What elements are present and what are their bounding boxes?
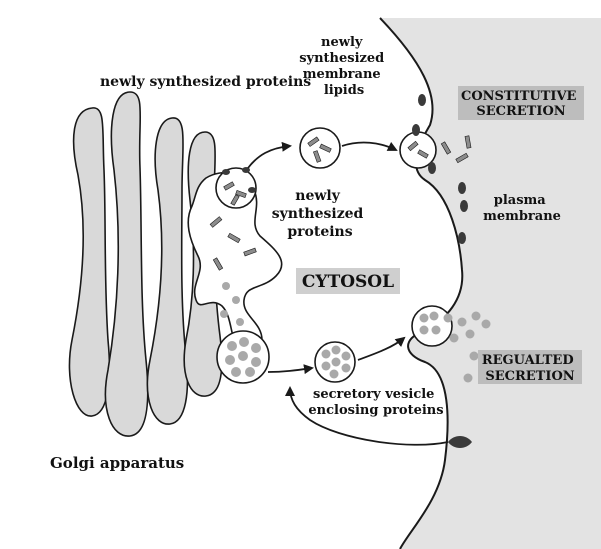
- tgn-protein-rods: [209, 216, 257, 271]
- cytosol-label-box: [296, 268, 400, 294]
- secretory-vesicle-dots: [321, 345, 351, 379]
- regulated-dots: [419, 311, 491, 383]
- label-cytosol: CYTOSOL: [302, 272, 394, 292]
- bud-vesicle-membrane-proteins: [222, 167, 256, 193]
- constitutive-rods: [407, 135, 472, 164]
- label-golgi-apparatus: Golgi apparatus: [50, 454, 184, 472]
- golgi-cisternae: [68, 91, 223, 437]
- label-membrane-lipids: newly synthesized membrane lipids: [299, 35, 389, 98]
- label-secretory-vesicle: secretory vesicle enclosing proteins: [308, 387, 443, 418]
- tgn-secretory-dots: [220, 282, 244, 326]
- plasma-membrane: [379, 17, 464, 549]
- constitutive-label-box: [458, 86, 584, 120]
- label-constitutive-secretion: CONSTITUTIVE SECRETION: [461, 89, 581, 119]
- regulated-label-box: [478, 350, 582, 384]
- label-plasma-membrane: plasma membrane: [483, 193, 561, 224]
- transport-vesicle-rods: [307, 136, 332, 163]
- golgi-bud-vesicle: [215, 167, 257, 209]
- label-regulated-secretion: REGUALTED SECRETION: [482, 353, 578, 384]
- bud-vesicle-rods: [223, 181, 247, 206]
- pathway-arrows: [247, 141, 449, 446]
- label-newly-synthesized-proteins-top: newly synthesized proteins: [100, 74, 311, 90]
- receptor-signal: [448, 436, 472, 448]
- membrane-proteins: [412, 94, 468, 244]
- granule-dots: [225, 337, 261, 377]
- label-newly-synthesized-proteins-mid: newly synthesized proteins: [272, 188, 368, 240]
